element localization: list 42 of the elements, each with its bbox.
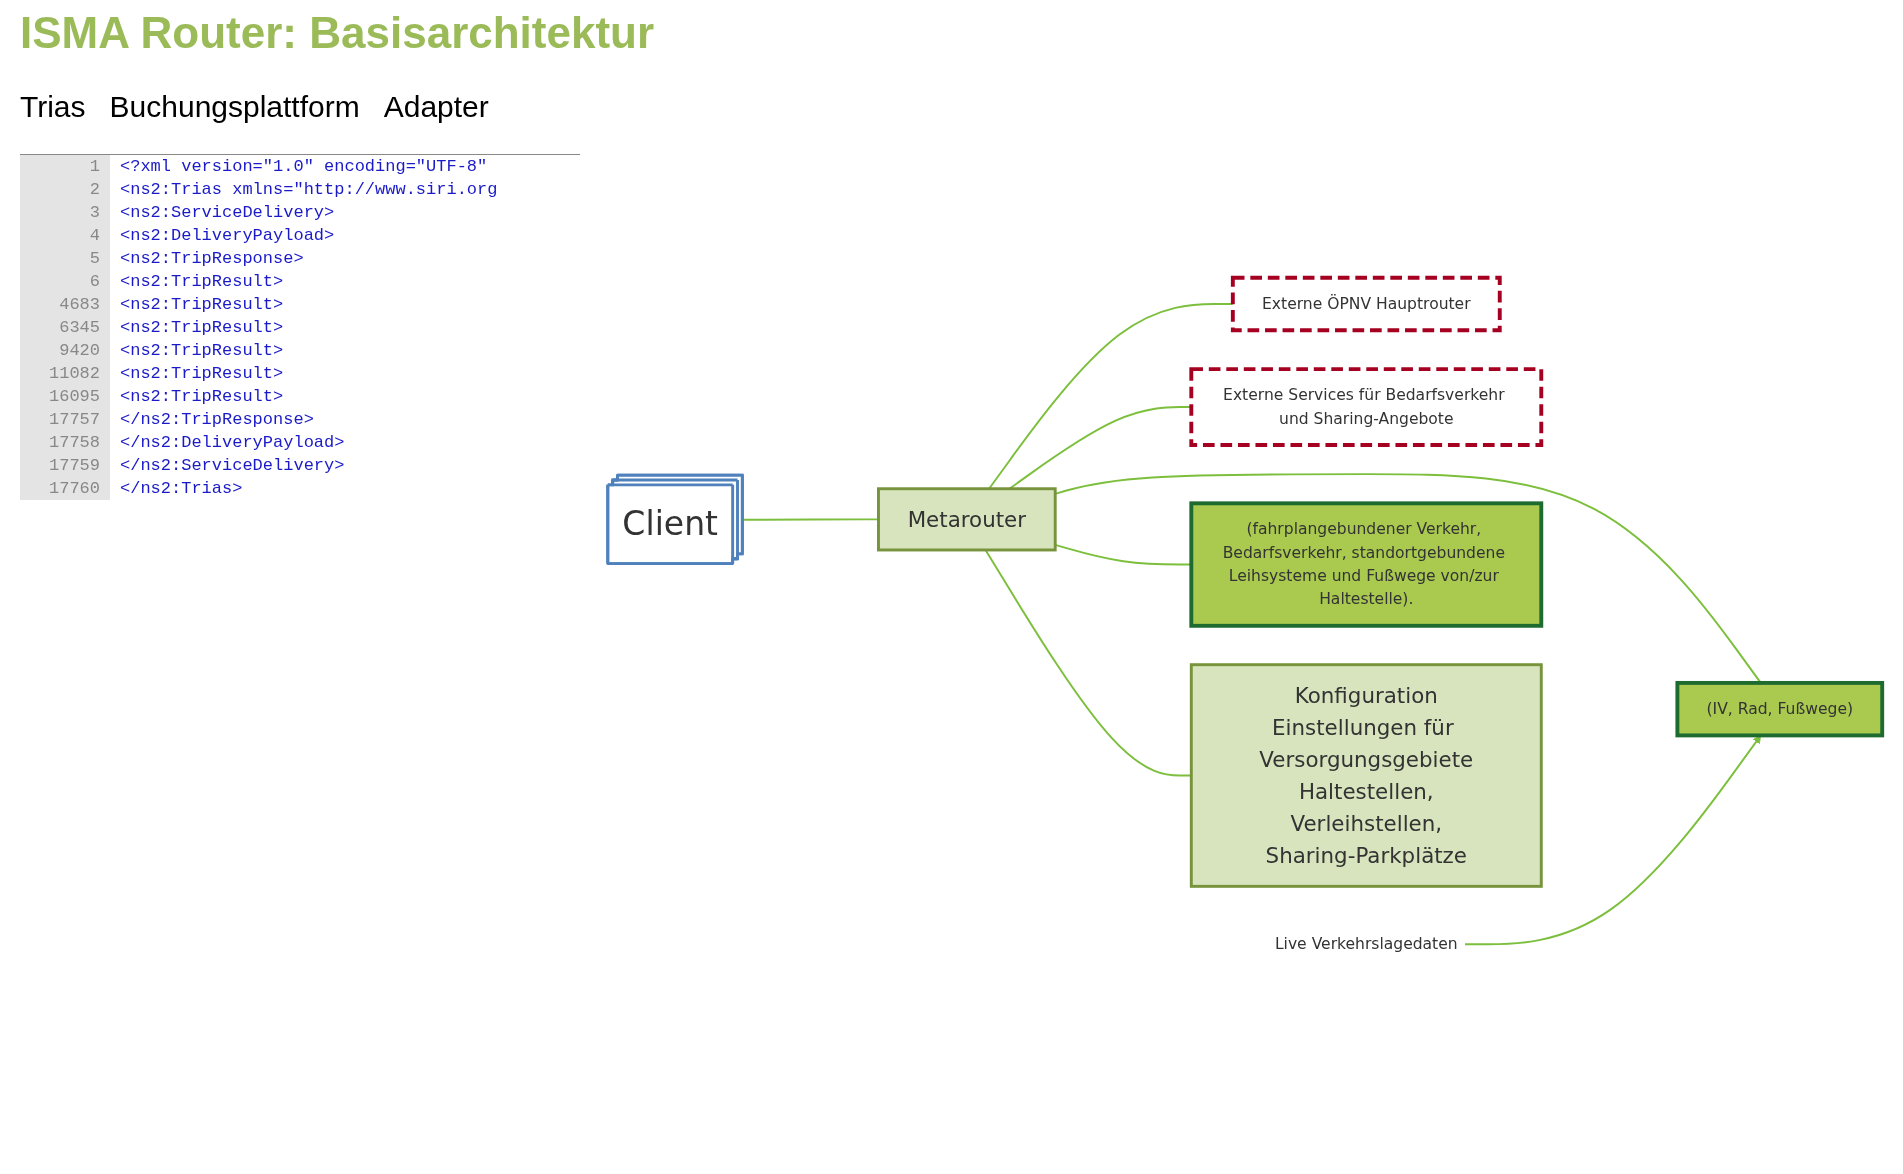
code-line: <ns2:TripResult> xyxy=(119,271,285,293)
code-line: <ns2:ServiceDelivery> xyxy=(119,202,336,224)
code-line: <ns2:TripResult> xyxy=(119,317,285,339)
line-number: 3 xyxy=(20,201,110,224)
line-number: 16095 xyxy=(20,385,110,408)
line-number: 6345 xyxy=(20,316,110,339)
code-line: </ns2:Trias> xyxy=(119,478,244,500)
line-number: 17757 xyxy=(20,408,110,431)
line-number: 5 xyxy=(20,247,110,270)
node-box: Externe ÖPNV Hauptrouter xyxy=(1230,275,1502,332)
code-line: <ns2:TripResponse> xyxy=(119,248,305,270)
code-line: <ns2:Trias xmlns="http://www.siri.org xyxy=(119,179,499,201)
code-line: </ns2:ServiceDelivery> xyxy=(119,455,346,477)
code-line: <ns2:TripResult> xyxy=(119,340,285,362)
interface-label: Trias xyxy=(20,90,86,124)
line-number: 1 xyxy=(20,155,110,178)
node-box: Externe Services für Bedarfsverkehr und Sharing-Angebote xyxy=(1189,366,1544,447)
line-number: 9420 xyxy=(20,339,110,362)
line-number: 11082 xyxy=(20,362,110,385)
code-line: <?xml version="1.0" encoding="UTF-8" xyxy=(119,156,489,178)
node-box: (IV, Rad, Fußwege) xyxy=(1675,680,1885,737)
line-number: 6 xyxy=(20,270,110,293)
line-number: 4 xyxy=(20,224,110,247)
interface-label: Buchungsplattform xyxy=(109,90,360,124)
code-line: <ns2:TripResult> xyxy=(119,386,285,408)
line-number: 17760 xyxy=(20,477,110,500)
line-number: 2 xyxy=(20,178,110,201)
line-number: 4683 xyxy=(20,293,110,316)
code-line: </ns2:DeliveryPayload> xyxy=(119,432,346,454)
code-line: <ns2:DeliveryPayload> xyxy=(119,225,336,247)
code-line: </ns2:TripResponse> xyxy=(119,409,315,431)
line-number: 17758 xyxy=(20,431,110,454)
line-number: 17759 xyxy=(20,454,110,477)
node-box: Konfiguration Einstellungen für Versorgungsgebiete Haltestellen, Verleihstellen, Sharing-Parkplätze xyxy=(1189,662,1543,888)
code-line: <ns2:TripResult> xyxy=(119,363,285,385)
arrow xyxy=(1463,734,1762,945)
title: ISMA Router: Basisarchitektur xyxy=(20,8,655,58)
code-line: <ns2:TripResult> xyxy=(119,294,285,316)
node-box: (fahrplangebundener Verkehr, Bedarfsverkehr, standortgebundene Leihsysteme und Fußwege von/zur Haltestelle). xyxy=(1189,500,1544,628)
node-box: Metarouter xyxy=(877,486,1057,551)
node-text: Live Verkehrslagedaten xyxy=(1274,934,1458,953)
adapter-label: Adapter xyxy=(383,90,489,124)
